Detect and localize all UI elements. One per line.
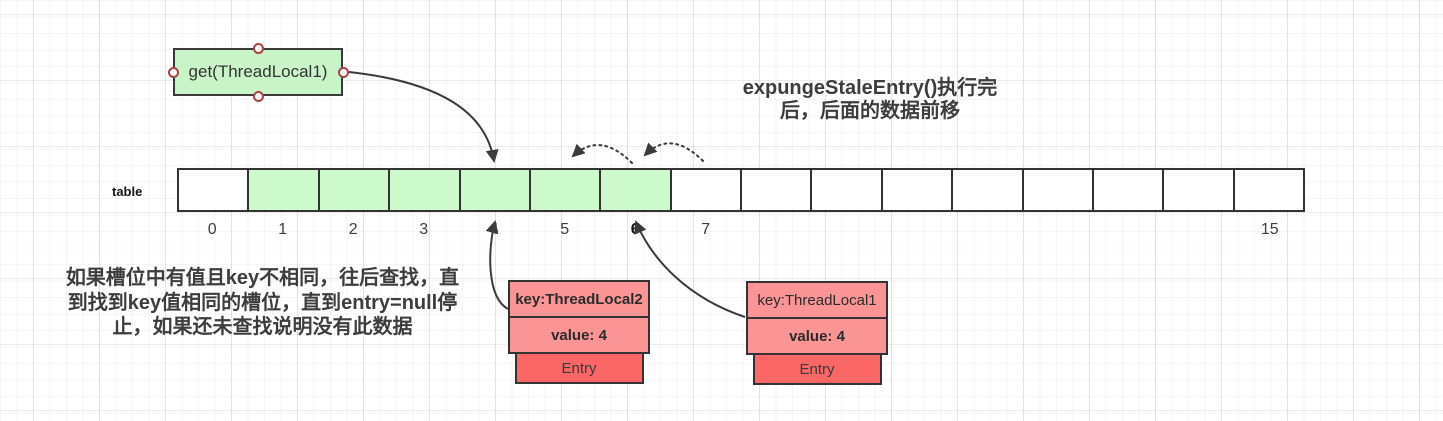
table-cell[interactable] bbox=[460, 170, 531, 210]
table-cell[interactable] bbox=[882, 170, 954, 210]
connection-handle-top[interactable] bbox=[252, 42, 264, 54]
cell-index-label: 3 bbox=[419, 221, 429, 238]
table-cell[interactable] bbox=[179, 170, 250, 210]
table-cell[interactable] bbox=[812, 170, 883, 210]
connection-handle-left[interactable] bbox=[167, 66, 179, 78]
entry-value[interactable]: value: 4 bbox=[508, 316, 650, 354]
table-row bbox=[177, 168, 1305, 212]
entry-box-threadlocal1[interactable]: key:ThreadLocal1 value: 4 Entry bbox=[746, 281, 888, 385]
cell-index-label: 2 bbox=[348, 221, 358, 238]
cell-index-label bbox=[953, 221, 1024, 239]
cell-index-label: 5 bbox=[560, 221, 570, 238]
cell-index-label: 0 bbox=[207, 221, 217, 238]
note-line-1: 如果槽位中有值且key不相同，往后查找，直 bbox=[65, 267, 460, 289]
entry-value[interactable]: value: 4 bbox=[746, 317, 888, 355]
entry-key[interactable]: key:ThreadLocal2 bbox=[508, 280, 650, 318]
table-cell[interactable] bbox=[1164, 170, 1235, 210]
entry-box-threadlocal2[interactable]: key:ThreadLocal2 value: 4 Entry bbox=[508, 280, 650, 384]
table-cell[interactable] bbox=[1023, 170, 1094, 210]
cell-index-label: 1 bbox=[278, 221, 288, 238]
cell-index-label bbox=[741, 221, 812, 239]
table-cell[interactable] bbox=[953, 170, 1024, 210]
cell-index-label: 4 bbox=[489, 221, 499, 238]
cell-index-label bbox=[882, 221, 953, 239]
table-cell[interactable] bbox=[530, 170, 602, 210]
cell-index-label bbox=[1023, 221, 1094, 239]
shift-slot7-to-slot6-arrow[interactable] bbox=[643, 142, 704, 162]
title-line-1: expungeStaleEntry()执行完 bbox=[742, 77, 998, 99]
cell-index-label: 7 bbox=[701, 221, 711, 238]
entry-footer[interactable]: Entry bbox=[514, 352, 644, 384]
get-threadlocal-box[interactable]: get(ThreadLocal1) bbox=[173, 48, 343, 96]
table-cell[interactable] bbox=[319, 170, 391, 210]
table-cell[interactable] bbox=[742, 170, 813, 210]
cell-index-label bbox=[1094, 221, 1165, 239]
index-row: 0 1 2 3 4 5 6 7 15 bbox=[177, 221, 1305, 239]
diagram-title: expungeStaleEntry()执行完 后，后面的数据前移 bbox=[690, 77, 1050, 123]
table-cell[interactable] bbox=[1093, 170, 1165, 210]
table-cell[interactable] bbox=[1234, 170, 1303, 210]
cell-index-label bbox=[1164, 221, 1235, 239]
cell-index-label bbox=[812, 221, 883, 239]
table-label: table bbox=[112, 184, 143, 199]
shift-slot6-to-slot5-arrow[interactable] bbox=[571, 143, 633, 164]
table-cell[interactable] bbox=[390, 170, 461, 210]
table-cell[interactable] bbox=[601, 170, 672, 210]
get-to-slot4-arrow[interactable] bbox=[348, 71, 499, 163]
table-cell[interactable] bbox=[671, 170, 742, 210]
note-line-3: 止，如果还未查找说明没有此数据 bbox=[112, 316, 413, 338]
table-cell[interactable] bbox=[249, 170, 320, 210]
connection-handle-bottom[interactable] bbox=[252, 90, 264, 102]
entry-key[interactable]: key:ThreadLocal1 bbox=[746, 281, 888, 319]
cell-index-label: 15 bbox=[1260, 221, 1279, 238]
note-line-2: 到找到key值相同的槽位，直到entry=null停 bbox=[67, 291, 458, 314]
get-threadlocal-label: get(ThreadLocal1) bbox=[188, 62, 328, 81]
connection-handle-right[interactable] bbox=[337, 66, 349, 78]
note-text: 如果槽位中有值且key不相同，往后查找，直 到找到key值相同的槽位，直到ent… bbox=[30, 266, 495, 340]
title-line-2: 后，后面的数据前移 bbox=[780, 100, 960, 122]
cell-index-label: 6 bbox=[630, 221, 640, 238]
entry-footer[interactable]: Entry bbox=[752, 353, 882, 385]
